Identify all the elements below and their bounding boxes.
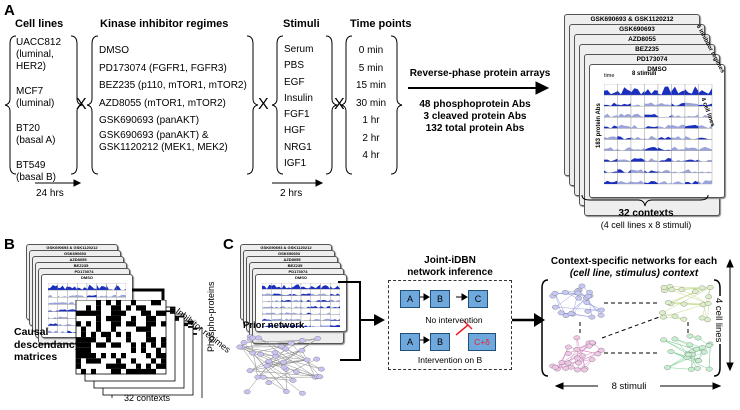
jidbn-diagram bbox=[418, 293, 473, 344]
cell-line-text: MCF7 bbox=[16, 86, 44, 97]
context-stimuli-label: 8 stimuli bbox=[600, 381, 658, 392]
cell-line-text: (basal B) bbox=[16, 172, 57, 183]
duration-2hrs: 2 hrs bbox=[280, 188, 303, 199]
x-symbol: X bbox=[76, 96, 87, 113]
regime-item: AZD8055 (mTOR1, mTOR2) bbox=[99, 97, 226, 109]
jidbn-node-b2: B bbox=[430, 333, 450, 351]
cell-line-text: BT20 bbox=[16, 123, 40, 134]
stimulus-item: HGF bbox=[284, 125, 306, 137]
stimulus-item: Insulin bbox=[284, 92, 313, 104]
antibody-count: 48 phosphoprotein Abs bbox=[419, 99, 531, 110]
cell-line-text: HER2) bbox=[16, 61, 47, 72]
x-symbol: X bbox=[334, 96, 345, 113]
cell-line-text: (luminal, bbox=[16, 49, 54, 60]
stack-brace bbox=[581, 194, 709, 207]
regime-item: BEZ235 (p110, mTOR1, mTOR2) bbox=[99, 80, 247, 91]
jidbn-title: Joint-iDBN network inference bbox=[407, 255, 493, 278]
stimulus-item: Serum bbox=[284, 44, 314, 55]
jidbn-node-b: B bbox=[430, 290, 450, 308]
duration-24hrs: 24 hrs bbox=[36, 188, 64, 199]
intervention-label: Intervention on B bbox=[417, 355, 483, 365]
stack-stimuli-label: 8 stimuli bbox=[632, 71, 657, 77]
time-point-item: 15 min bbox=[355, 80, 386, 91]
regime-item: GSK690693 (panAKT) bbox=[99, 115, 200, 126]
regime-item: DMSO bbox=[99, 45, 129, 56]
causal-title: Causal descendancy matrices bbox=[14, 326, 81, 363]
cell-line-text: (luminal) bbox=[16, 98, 55, 109]
regime-item: GSK1120212 (MEK1, MEK2) bbox=[99, 141, 228, 153]
jidbn-node-a2: A bbox=[400, 333, 420, 351]
time-point-item: 30 min bbox=[355, 97, 386, 109]
stimuli-header: Stimuli bbox=[283, 18, 320, 30]
context-networks-title: Context-specific networks for each (cell… bbox=[550, 256, 718, 279]
context-cell-lines-label: 4 cell lines bbox=[713, 296, 724, 345]
regimes-list: DMSO PD173074 (FGFR1, FGFR3) BEZ235 (p11… bbox=[99, 42, 247, 154]
x-symbol: X bbox=[258, 96, 269, 113]
causal-contexts-label: 32 contexts bbox=[124, 393, 171, 403]
mini-array-grid-c bbox=[262, 283, 340, 327]
time-point-item: 4 hr bbox=[362, 150, 380, 161]
panel-c-label: C bbox=[223, 236, 234, 253]
antibody-count: 3 cleaved protein Abs bbox=[423, 111, 527, 122]
cell-line-text: UACC812 bbox=[16, 37, 62, 48]
regime-item: PD173074 (FGFR1, FGFR3) bbox=[99, 62, 227, 74]
stimulus-item: NRG1 bbox=[284, 141, 312, 153]
cell-lines-list: UACC812 (luminal, HER2) MCF7 (luminal) B… bbox=[16, 37, 61, 184]
regime-item: GSK690693 (panAKT) & bbox=[99, 129, 209, 141]
jidbn-box bbox=[388, 280, 512, 370]
time-points-list: 0 min 5 min 15 min 30 min 1 hr 2 hr 4 hr bbox=[350, 42, 392, 165]
no-intervention-label: No intervention bbox=[425, 315, 483, 325]
panel-b-label: B bbox=[4, 236, 15, 253]
time-point-item: 5 min bbox=[358, 62, 384, 74]
stack-contexts-sub: (4 cell lines x 8 stimuli) bbox=[600, 220, 692, 230]
cell-lines-header: Cell lines bbox=[15, 18, 64, 30]
antibody-count: 132 total protein Abs bbox=[425, 123, 525, 134]
jidbn-node-a: A bbox=[400, 290, 420, 308]
time-point-item: 1 hr bbox=[362, 115, 380, 126]
stimulus-item: FGF1 bbox=[284, 109, 310, 121]
cell-line-text: (basal A) bbox=[16, 135, 56, 146]
stimulus-item: PBS bbox=[284, 60, 305, 72]
stack-contexts: 32 contexts bbox=[618, 208, 674, 219]
regimes-header: Kinase inhibitor regimes bbox=[100, 18, 229, 30]
time-points-header: Time points bbox=[350, 18, 412, 30]
time-point-item: 2 hr bbox=[362, 132, 380, 144]
stimulus-item: EGF bbox=[284, 76, 305, 88]
stimuli-list: Serum PBS EGF Insulin FGF1 HGF NRG1 IGF1 bbox=[284, 42, 313, 172]
jidbn-node-c-delta: C+δ bbox=[468, 333, 496, 351]
panel-a-label: A bbox=[4, 2, 15, 19]
time-point-item: 0 min bbox=[358, 45, 384, 56]
protein-array-grid bbox=[604, 84, 713, 185]
causal-matrices bbox=[75, 300, 203, 398]
prior-network-graph bbox=[236, 334, 325, 396]
rppa-title: Reverse-phase protein arrays bbox=[409, 68, 551, 79]
stack-time-label: time bbox=[604, 73, 615, 79]
stimulus-item: IGF1 bbox=[284, 158, 307, 170]
rppa-antibodies: 48 phosphoprotein Abs 3 cleaved protein … bbox=[405, 99, 545, 135]
jidbn-node-c: C bbox=[468, 290, 488, 308]
cell-line-text: BT549 bbox=[16, 160, 46, 171]
prior-network-label: Prior network bbox=[243, 320, 305, 331]
